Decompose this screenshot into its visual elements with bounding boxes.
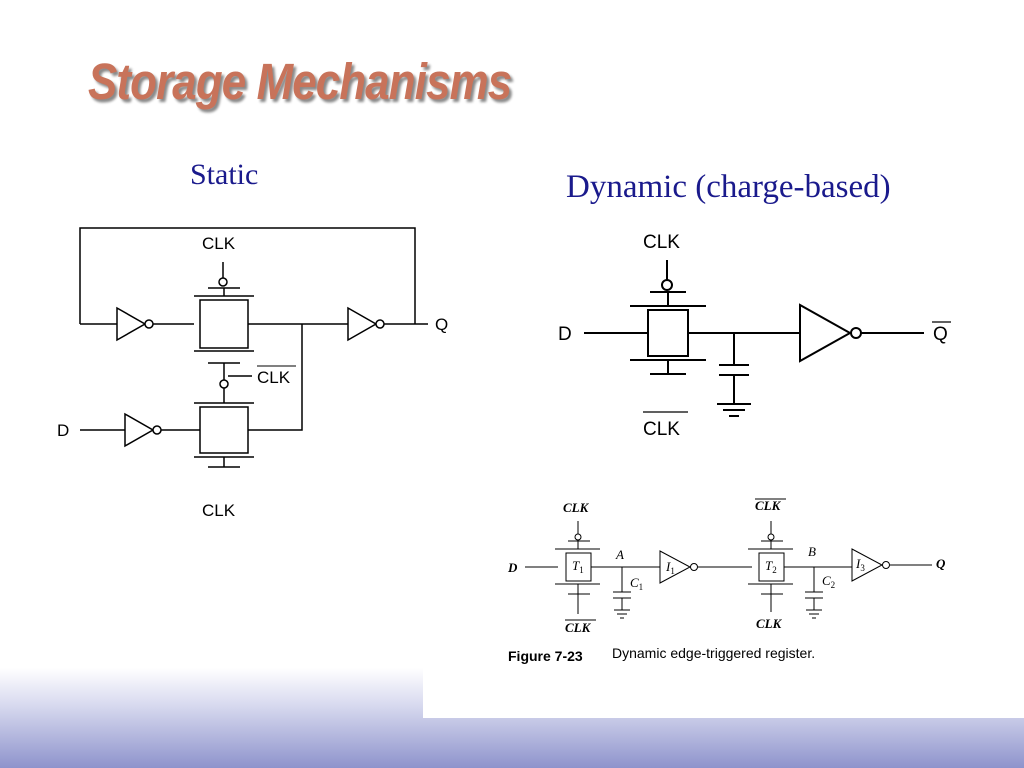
fig-clk-bar-t1-label: CLK [565,620,592,635]
fig-clk-bar-t2-label: CLK [755,498,782,513]
fig-clk-t1-label: CLK [563,500,590,515]
fig-i1-label: I1 [665,559,675,576]
fig-i3 [851,548,884,582]
figure-panel-background [423,458,1024,718]
tg-top-body [199,299,249,349]
static-d-label: D [57,421,69,440]
dyn-clk-bar-label: CLK [643,419,680,440]
fig-clk-t2-label: CLK [756,616,783,631]
fig-t2-label: T2 [765,558,777,575]
fig-node-b-label: B [808,544,816,559]
feedback-inverter [116,306,147,342]
static-clk-top-label: CLK [202,234,236,253]
figure-caption-text: Dynamic edge-triggered register. [612,645,815,661]
figure-caption-number: Figure 7-23 [508,648,583,664]
feedback-wire [79,227,416,324]
static-heading: Static [190,158,259,191]
dyn-inverter [799,303,853,363]
dyn-tg-body [647,309,689,357]
fig-q-label: Q [936,556,946,571]
static-clk-bar-label: CLK [257,368,291,387]
fig-t1-label: T1 [572,558,584,575]
dyn-clk-top-label: CLK [643,232,680,253]
dyn-d-label: D [558,324,572,345]
fig-node-a-label: A [615,547,624,562]
output-inverter [347,306,378,342]
fig-i1 [659,550,692,584]
input-inverter [124,412,155,448]
slide-title: Storage Mechanisms [88,53,512,110]
static-q-label: Q [435,315,448,334]
tg-bottom-body [199,406,249,454]
dyn-q-bar-label: Q [933,324,948,345]
fig-i3-label: I3 [855,556,865,573]
fig-c1-label: C1 [630,575,643,592]
dynamic-heading: Dynamic (charge-based) [566,169,891,205]
fig-d-label: D [507,560,518,575]
fig-c2-label: C2 [822,573,835,590]
static-clk-bottom-label: CLK [202,501,236,520]
